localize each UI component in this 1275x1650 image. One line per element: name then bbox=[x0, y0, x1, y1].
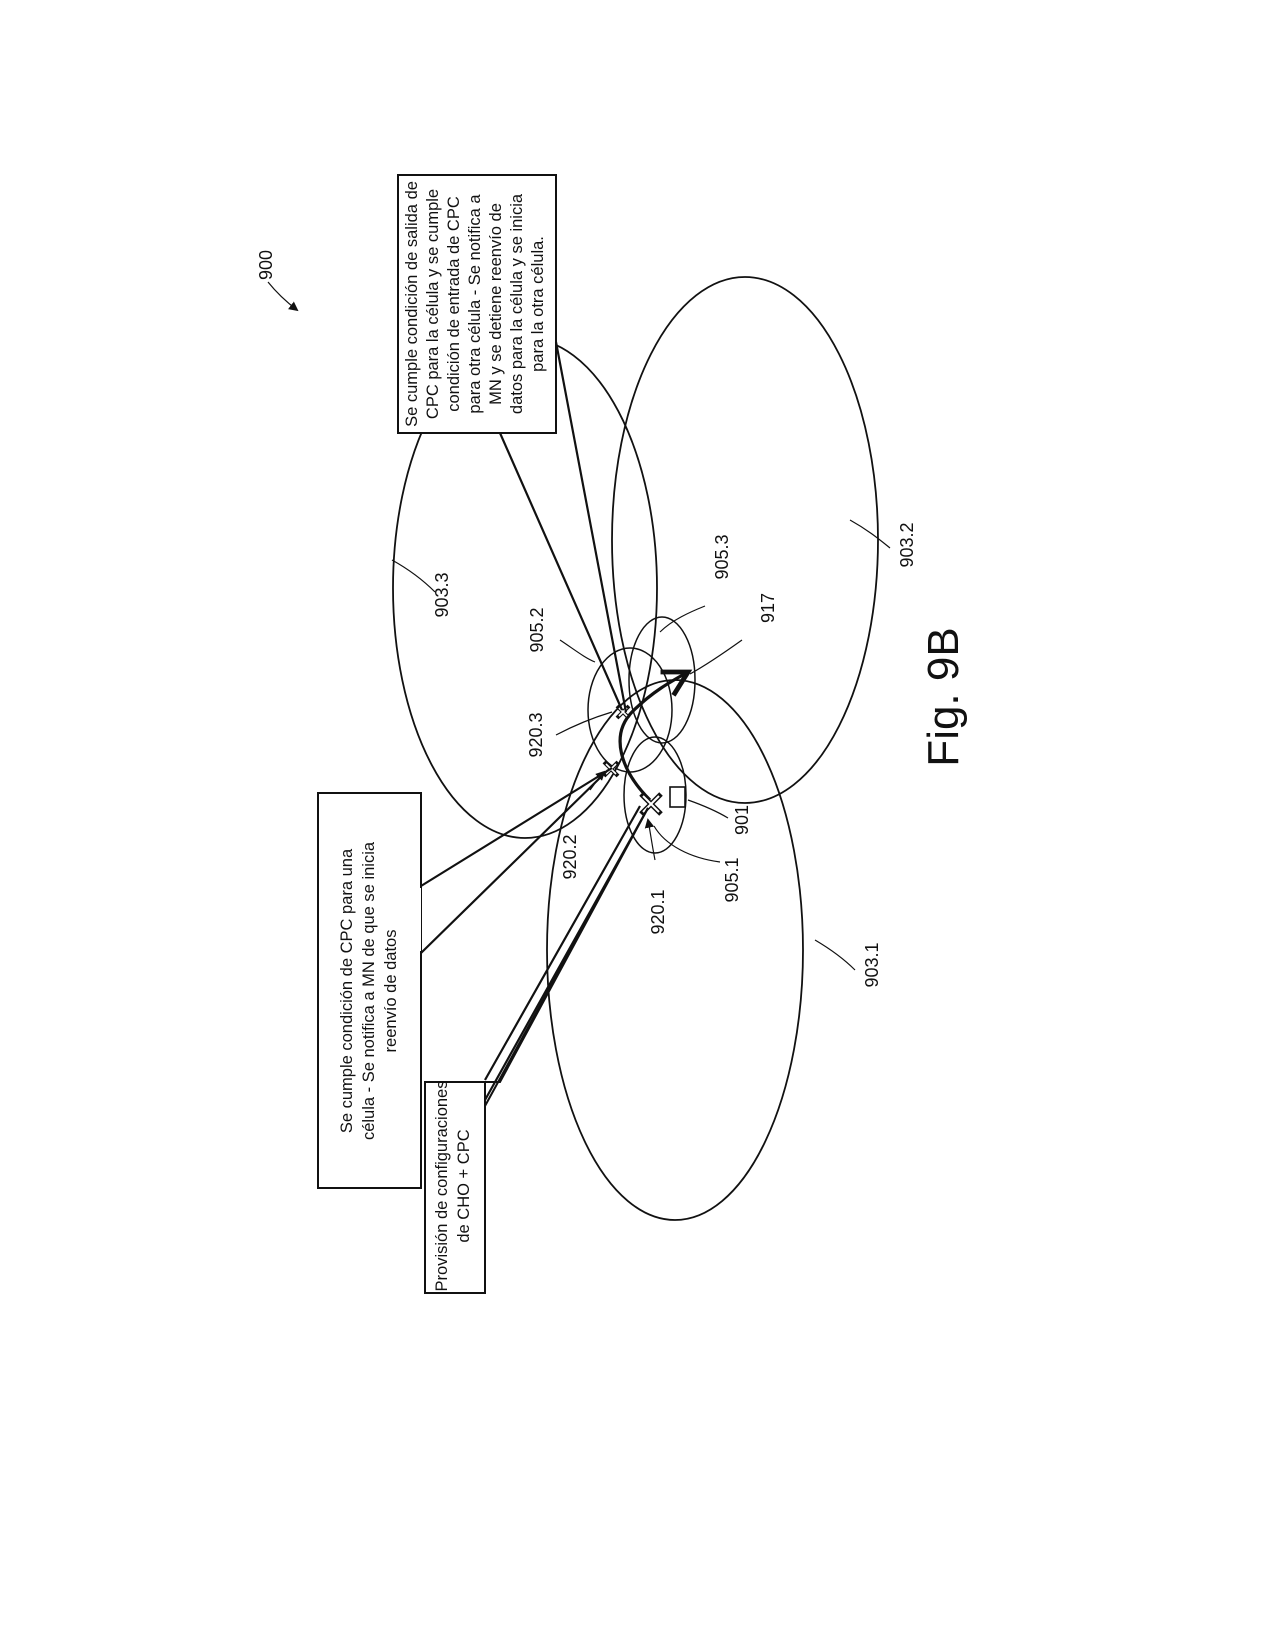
callout-cpc-exit-line-3: condición de entrada de CPC bbox=[445, 196, 463, 412]
leader-905-3 bbox=[659, 605, 706, 633]
leader-903-1 bbox=[814, 939, 856, 971]
callout-provision: Provisión de configuraciones de CHO + CP… bbox=[424, 805, 649, 1294]
callout-cpc-met: Se cumple condición de CPC para una célu… bbox=[317, 767, 613, 1189]
event-920-1-cross bbox=[639, 792, 663, 816]
callout-provision-line-2: de CHO + CPC bbox=[455, 1129, 473, 1242]
cell-905-1-boundary bbox=[623, 736, 687, 854]
leader-903-2 bbox=[849, 519, 891, 549]
reference-labels: 903.3 903.2 903.1 905.3 905.2 917 920.3 … bbox=[432, 522, 917, 987]
leader-903-3 bbox=[391, 559, 436, 593]
callout-cpc-met-line-3: reenvío de datos bbox=[382, 930, 400, 1053]
callout-cpc-exit-pointer bbox=[498, 341, 628, 713]
cell-903-1-boundary bbox=[546, 679, 804, 1221]
ue-trajectory-arrow bbox=[618, 669, 693, 802]
callout-cpc-exit-line-4: para otra célula - Se notifica a bbox=[466, 194, 484, 414]
leader-905-2 bbox=[559, 639, 596, 663]
label-917: 917 bbox=[758, 593, 778, 623]
label-903-3: 903.3 bbox=[432, 572, 452, 617]
leader-917 bbox=[689, 639, 743, 675]
callout-cpc-met-line-1: Se cumple condición de CPC para una bbox=[338, 848, 356, 1133]
figure-ref-arrow bbox=[267, 281, 299, 312]
figure-ref-number: 900 bbox=[256, 250, 276, 280]
callout-cpc-exit-line-1: Se cumple condición de salida de bbox=[403, 181, 421, 427]
label-903-1: 903.1 bbox=[862, 942, 882, 987]
ue-device bbox=[669, 786, 686, 808]
label-903-2: 903.2 bbox=[897, 522, 917, 567]
label-920-3: 920.3 bbox=[526, 712, 546, 757]
callout-provision-line-1: Provisión de configuraciones bbox=[433, 1081, 451, 1292]
cell-903-2-boundary bbox=[611, 276, 879, 804]
callout-provision-pointer bbox=[484, 805, 649, 1101]
leader-905-1 bbox=[653, 825, 721, 863]
callout-cpc-exit-line-7: para la otra célula. bbox=[529, 236, 547, 372]
label-905-3: 905.3 bbox=[712, 534, 732, 579]
callout-cpc-exit-line-5: MN y se detiene reenvío de bbox=[487, 203, 505, 405]
callout-cpc-met-pointer bbox=[420, 767, 613, 954]
ue-icon bbox=[669, 786, 686, 808]
callout-cpc-exit-line-2: CPC para la célula y se cumple bbox=[424, 189, 442, 419]
cell-905-3-boundary bbox=[628, 616, 696, 744]
callout-cpc-exit: Se cumple condición de salida de CPC par… bbox=[397, 174, 628, 713]
event-920-3-cross bbox=[615, 704, 631, 720]
callout-cpc-met-line-2: célula - Se notifica a MN de que se inic… bbox=[360, 841, 378, 1140]
label-901: 901 bbox=[732, 805, 752, 835]
label-leaders bbox=[391, 519, 891, 971]
leader-920-3 bbox=[555, 711, 613, 736]
label-920-1: 920.1 bbox=[648, 889, 668, 934]
leader-920-1 bbox=[644, 818, 656, 861]
figure-reference: 900 bbox=[256, 250, 299, 312]
label-905-2: 905.2 bbox=[527, 607, 547, 652]
label-905-1: 905.1 bbox=[722, 857, 742, 902]
leader-901 bbox=[687, 799, 729, 819]
figure-caption: Fig. 9B bbox=[919, 627, 968, 766]
callout-cpc-exit-line-6: datos para la célula y se inicia bbox=[508, 193, 526, 414]
label-920-2: 920.2 bbox=[560, 834, 580, 879]
